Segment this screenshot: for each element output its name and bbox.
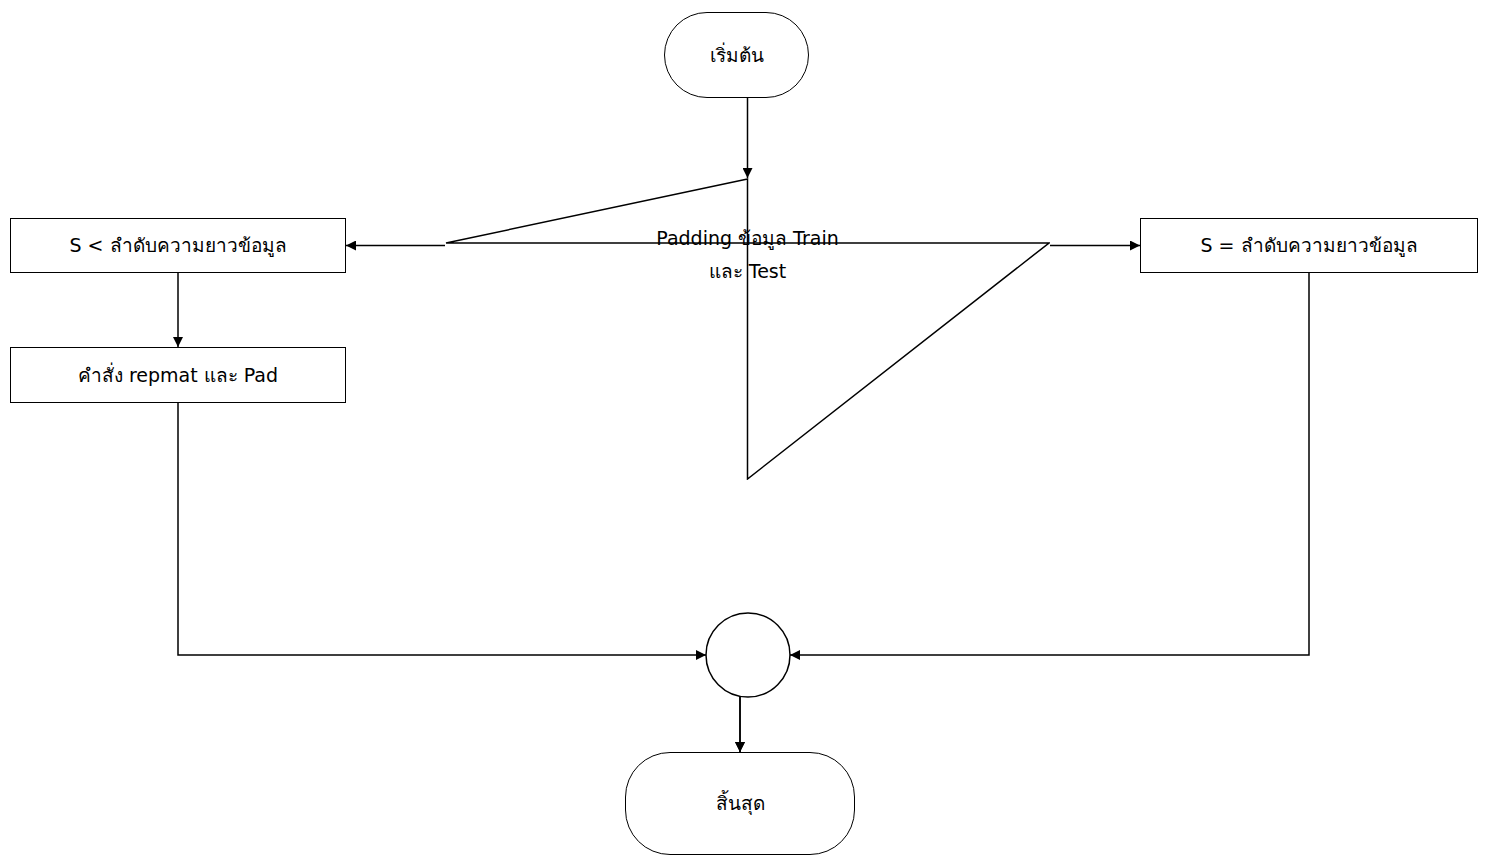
flow-arrow (747, 98, 749, 178)
process-box: S = ลำดับความยาวข้อมูล (1140, 218, 1478, 273)
process-box: คำสั่ง repmat และ Pad (10, 347, 346, 403)
flow-arrow (178, 403, 740, 752)
process-box: S < ลำดับความยาวข้อมูล (10, 218, 346, 273)
arrow-head (790, 650, 800, 660)
node-label: สิ้นสุด (716, 791, 765, 816)
node-label: S < ลำดับความยาวข้อมูล (69, 233, 286, 258)
node-label: เริ่มต้น (710, 43, 764, 68)
arrow-head (696, 650, 706, 660)
flow-arrow (1050, 245, 1140, 247)
node-label: คำสั่ง repmat และ Pad (78, 363, 278, 388)
diamond-outline (445, 178, 1050, 480)
flow-arrow (177, 273, 179, 347)
decision-diamond: Padding ข้อมูล Train และ Test (445, 178, 1050, 480)
node-label: Padding ข้อมูล Train และ Test (640, 222, 855, 288)
connector-circle (706, 613, 790, 697)
flow-arrow (346, 245, 445, 247)
node-label: S = ลำดับความยาวข้อมูล (1200, 233, 1417, 258)
start-terminal: เริ่มต้น (664, 12, 809, 98)
diamond-text-area: Padding ข้อมูล Train และ Test (445, 222, 1050, 288)
end-terminal: สิ้นสุด (625, 752, 855, 855)
